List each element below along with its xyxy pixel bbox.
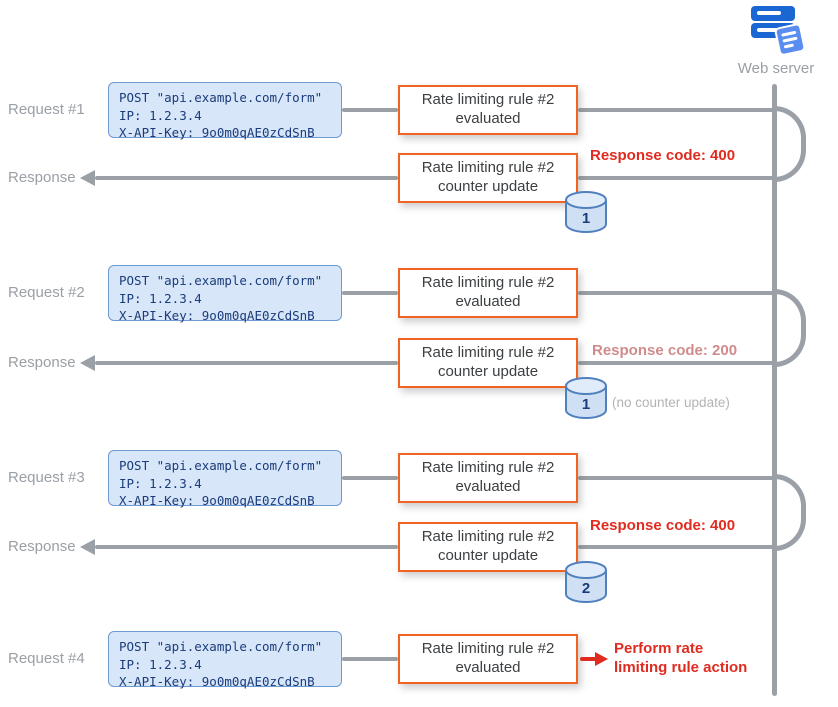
web-server-icon	[744, 4, 806, 60]
rule-box-subtitle: evaluated	[455, 659, 521, 676]
connector-line	[95, 361, 398, 365]
lane-label-response-1: Response	[8, 169, 76, 186]
rule-box-subtitle: counter update	[437, 547, 539, 564]
server-lifeline	[772, 84, 777, 696]
rule-box-title: Rate limiting rule #2	[421, 459, 555, 477]
connector-line	[342, 291, 398, 295]
connector-line	[342, 476, 398, 480]
action-arrow-head	[595, 652, 608, 666]
request-apikey-line: X-API-Key: 9o0m0qAE0zCdSnB	[119, 674, 315, 689]
rule-box-title: Rate limiting rule #2	[421, 274, 555, 292]
counter-value: 1	[582, 210, 590, 227]
lane-label-response-2: Response	[8, 354, 76, 371]
lane-label-request-3: Request #3	[8, 469, 85, 486]
request-ip-line: IP: 1.2.3.4	[119, 475, 202, 491]
connector-line	[342, 657, 398, 661]
connector-line	[578, 291, 774, 295]
request-details-box: POST "api.example.com/form" IP: 1.2.3.4 …	[108, 450, 342, 508]
rule-box-subtitle: counter update	[437, 363, 539, 380]
connector-line	[95, 176, 398, 180]
request-ip-line: IP: 1.2.3.4	[119, 290, 202, 306]
connector-line	[342, 108, 398, 112]
connector-line	[578, 108, 774, 112]
request-apikey-line: X-API-Key: 9o0m0qAE0zCdSnB	[119, 493, 315, 508]
rule-counter-update-box: Rate limiting rule #2 counter update	[398, 522, 578, 572]
request-details-box: POST "api.example.com/form" IP: 1.2.3.4 …	[108, 82, 342, 140]
connector-line	[578, 361, 774, 365]
rule-box-title: Rate limiting rule #2	[421, 640, 555, 658]
rule-counter-update-box: Rate limiting rule #2 counter update	[398, 153, 578, 203]
lifeline-arc	[774, 289, 806, 367]
request-apikey-line: X-API-Key: 9o0m0qAE0zCdSnB	[119, 308, 315, 323]
rule-counter-update-box: Rate limiting rule #2 counter update	[398, 338, 578, 388]
request-details-box: POST "api.example.com/form" IP: 1.2.3.4 …	[108, 265, 342, 323]
request-ip-line: IP: 1.2.3.4	[119, 107, 202, 123]
request-method-line: POST "api.example.com/form"	[119, 90, 323, 105]
lane-label-request-4: Request #4	[8, 650, 85, 667]
response-arrow	[80, 539, 95, 555]
lifeline-arc	[774, 474, 806, 551]
rule-evaluated-box: Rate limiting rule #2 evaluated	[398, 268, 578, 318]
annotation-rule-action-line1: Perform rate	[614, 640, 704, 657]
lane-label-request-2: Request #2	[8, 284, 85, 301]
rule-evaluated-box: Rate limiting rule #2 evaluated	[398, 85, 578, 135]
request-method-line: POST "api.example.com/form"	[119, 458, 323, 473]
counter-database-icon: 1	[562, 376, 610, 422]
server-label: Web server	[737, 60, 815, 77]
annotation-response-code-1: Response code: 400	[590, 147, 736, 164]
annotation-response-code-2: Response code: 200	[592, 342, 738, 359]
lane-label-response-3: Response	[8, 538, 76, 555]
rule-box-subtitle: evaluated	[455, 293, 521, 310]
rule-evaluated-box: Rate limiting rule #2 evaluated	[398, 634, 578, 684]
annotation-rule-action: Perform rate limiting rule action	[614, 640, 747, 678]
rule-box-title: Rate limiting rule #2	[421, 344, 555, 362]
request-apikey-line: X-API-Key: 9o0m0qAE0zCdSnB	[119, 125, 315, 140]
rule-box-title: Rate limiting rule #2	[421, 91, 555, 109]
counter-value: 1	[582, 396, 590, 413]
counter-database-icon: 2	[562, 560, 610, 606]
annotation-rule-action-line2: limiting rule action	[614, 658, 748, 676]
rule-box-subtitle: evaluated	[455, 478, 521, 495]
request-method-line: POST "api.example.com/form"	[119, 273, 323, 288]
rule-box-subtitle: counter update	[437, 178, 539, 195]
counter-database-icon: 1	[562, 190, 610, 236]
rule-box-title: Rate limiting rule #2	[421, 528, 555, 546]
response-arrow	[80, 355, 95, 371]
rule-box-title: Rate limiting rule #2	[421, 159, 555, 177]
annotation-response-code-3: Response code: 400	[590, 517, 736, 534]
counter-value: 2	[582, 580, 590, 597]
lifeline-arc	[774, 106, 806, 182]
annotation-no-counter-update: (no counter update)	[612, 395, 730, 410]
rule-box-subtitle: evaluated	[455, 110, 521, 127]
connector-line	[578, 176, 774, 180]
request-details-box: POST "api.example.com/form" IP: 1.2.3.4 …	[108, 631, 342, 689]
action-arrow-line	[580, 657, 597, 661]
rule-evaluated-box: Rate limiting rule #2 evaluated	[398, 453, 578, 503]
request-ip-line: IP: 1.2.3.4	[119, 656, 202, 672]
request-method-line: POST "api.example.com/form"	[119, 639, 323, 654]
connector-line	[578, 545, 774, 549]
connector-line	[578, 476, 774, 480]
response-arrow	[80, 170, 95, 186]
lane-label-request-1: Request #1	[8, 101, 85, 118]
connector-line	[95, 545, 398, 549]
